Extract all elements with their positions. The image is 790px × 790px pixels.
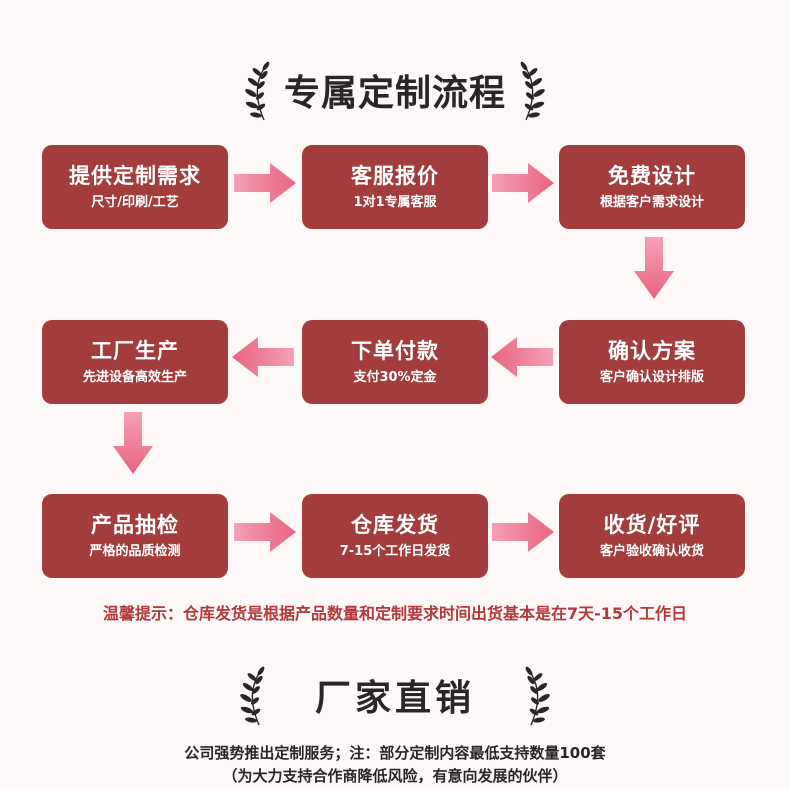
- arrow-left-icon: [232, 337, 294, 377]
- step-2-box: 客服报价 1对1专属客服: [302, 145, 488, 229]
- step-1-box: 提供定制需求 尺寸/印刷/工艺: [42, 145, 228, 229]
- page-heading: 专属定制流程: [0, 55, 790, 125]
- step-title: 客服报价: [351, 163, 439, 188]
- section-heading: 厂家直销: [0, 662, 790, 728]
- step-title: 仓库发货: [351, 512, 439, 537]
- arrow-down-icon: [113, 412, 153, 474]
- step-subtitle: 严格的品质检测: [89, 543, 181, 559]
- laurel-right-icon: [521, 663, 551, 727]
- step-title: 工厂生产: [91, 338, 179, 363]
- step-title: 确认方案: [608, 338, 696, 363]
- page-title: 专属定制流程: [283, 73, 506, 114]
- step-subtitle: 尺寸/印刷/工艺: [91, 194, 179, 210]
- step-3-box: 免费设计 根据客户需求设计: [559, 145, 745, 229]
- footer-line-2: （为大力支持合作商降低风险，有意向发展的伙伴）: [222, 767, 568, 785]
- step-subtitle: 客户验收确认收货: [599, 543, 704, 559]
- step-4-box: 确认方案 客户确认设计排版: [559, 320, 745, 404]
- step-title: 下单付款: [351, 338, 439, 363]
- step-subtitle: 1对1专属客服: [353, 194, 437, 210]
- arrow-down-icon: [634, 237, 674, 299]
- arrow-right-icon: [492, 163, 554, 203]
- laurel-left-icon: [239, 663, 269, 727]
- step-7-box: 产品抽检 严格的品质检测: [42, 494, 228, 578]
- step-title: 免费设计: [608, 163, 696, 188]
- step-5-box: 下单付款 支付30%定金: [302, 320, 488, 404]
- arrow-right-icon: [234, 512, 296, 552]
- shipping-notice: 温馨提示：仓库发货是根据产品数量和定制要求时间出货基本是在7天-15个工作日: [102, 604, 688, 623]
- step-6-box: 工厂生产 先进设备高效生产: [42, 320, 228, 404]
- arrow-right-icon: [234, 163, 296, 203]
- step-title: 收货/好评: [603, 512, 701, 537]
- footer-line-1: 公司强势推出定制服务；注：部分定制内容最低支持数量100套: [184, 744, 606, 762]
- step-subtitle: 先进设备高效生产: [82, 369, 187, 385]
- step-subtitle: 7-15个工作日发货: [339, 543, 451, 559]
- step-title: 产品抽检: [91, 512, 179, 537]
- step-subtitle: 支付30%定金: [353, 369, 437, 385]
- section-title: 厂家直销: [314, 678, 475, 719]
- laurel-right-icon: [516, 58, 546, 122]
- step-title: 提供定制需求: [69, 163, 201, 188]
- step-subtitle: 客户确认设计排版: [599, 369, 704, 385]
- arrow-right-icon: [492, 512, 554, 552]
- laurel-left-icon: [244, 58, 274, 122]
- step-8-box: 仓库发货 7-15个工作日发货: [302, 494, 488, 578]
- step-subtitle: 根据客户需求设计: [599, 194, 704, 210]
- step-9-box: 收货/好评 客户验收确认收货: [559, 494, 745, 578]
- arrow-left-icon: [491, 337, 553, 377]
